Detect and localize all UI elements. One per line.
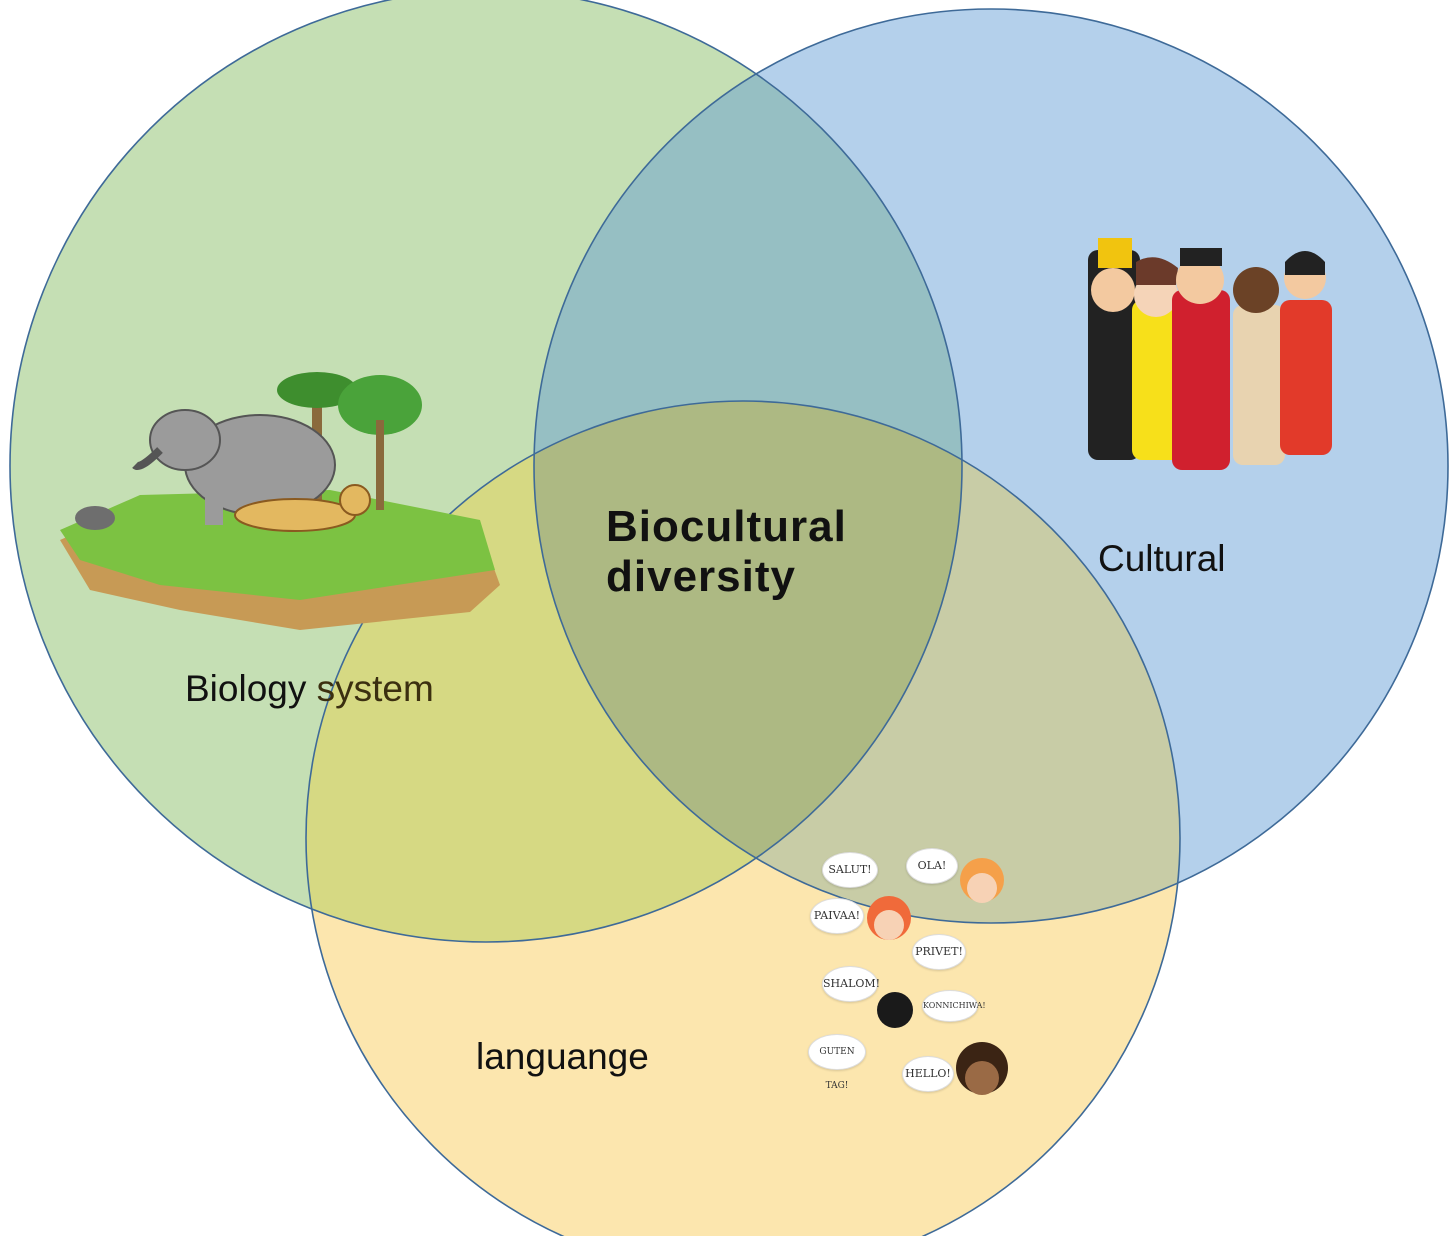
center-label-line2: diversity: [606, 552, 796, 601]
turtle-icon: [75, 506, 115, 530]
greeting-bubble: SALUT!: [822, 852, 878, 888]
biology-label: Biology system: [185, 668, 434, 710]
biology-label-word2: system: [316, 668, 434, 709]
cultural-label: Cultural: [1098, 538, 1226, 579]
greeting-bubble: PAIVAA!: [810, 898, 864, 934]
language-kids-illustration: [867, 858, 1008, 1095]
nature-island-illustration: [60, 372, 500, 630]
biology-label-word1: Biology: [185, 668, 307, 709]
greeting-bubble: OLA!: [906, 848, 958, 884]
leopard-icon: [234, 484, 371, 532]
language-label: languange: [476, 1036, 649, 1077]
greeting-bubble: GUTEN TAG!: [808, 1034, 866, 1091]
center-label: Biocultural diversity: [606, 502, 847, 602]
greeting-bubble: KONNICHIWA!: [922, 990, 986, 1022]
greeting-bubble: SHALOM!: [822, 966, 880, 1002]
greeting-bubble: PRIVET!: [912, 934, 966, 970]
greeting-bubble: HELLO!: [902, 1056, 954, 1092]
cultural-people-illustration: [1088, 238, 1332, 470]
center-label-line1: Biocultural: [606, 502, 847, 551]
